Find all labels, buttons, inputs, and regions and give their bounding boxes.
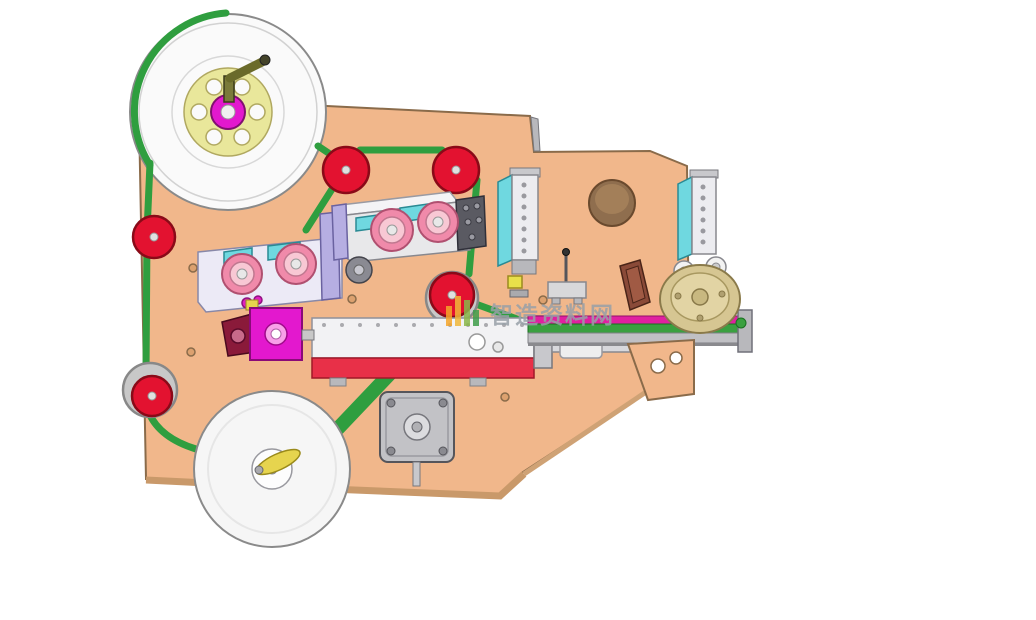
block-b-bearing-2 [417, 201, 459, 243]
gusset-hole-1 [650, 358, 666, 374]
block-a-bearing-1 [221, 253, 263, 295]
watermark-bar-2 [455, 296, 461, 326]
bracket-foot-1 [551, 297, 561, 305]
supply-reel [129, 13, 327, 211]
block-b-left-plate [331, 203, 349, 261]
guide1-lower-block [511, 259, 537, 275]
fixture-hub [691, 288, 709, 306]
drum-handle-pin [254, 465, 264, 475]
guide1-cyan-face [497, 173, 513, 268]
bracket-foot-2 [573, 297, 583, 305]
pusher-bearing-bore [270, 328, 282, 340]
plate-notch [530, 116, 541, 152]
belt-left-run [142, 159, 154, 380]
watermark-logo-bars [446, 296, 479, 326]
bearing-block-b [330, 191, 487, 284]
fixture-screws [674, 290, 726, 322]
motor-shaft-face [411, 421, 423, 433]
reel-ring-2 [171, 55, 285, 169]
rail-port-2 [492, 341, 504, 353]
block-a-bearing-2 [275, 243, 317, 285]
roller-hubs [147, 165, 461, 401]
base-plate-bevel [522, 385, 654, 477]
center-bracket [547, 248, 587, 305]
motor-corner-screws [386, 398, 448, 456]
rail-foot-2 [469, 377, 487, 387]
takeup-drum [193, 390, 351, 548]
block-b-bearing-1 [370, 208, 414, 252]
watermark-bar-4 [473, 310, 479, 326]
gusset-hole-2 [669, 351, 683, 365]
vertical-guide-1 [497, 167, 541, 298]
grooved-wheel [345, 256, 373, 284]
bracket-body [547, 281, 587, 299]
rail-foot-1 [329, 377, 347, 387]
guide1-yellow-sensor [507, 275, 523, 289]
guide2-cyan-face [677, 175, 693, 262]
rail-red-front [311, 357, 535, 379]
guide-rollers [121, 145, 481, 419]
bracket-pin-head [562, 248, 570, 256]
brown-piece-face [625, 265, 646, 304]
drum-ring [207, 404, 337, 534]
rail-port-1 [468, 333, 486, 351]
conveyor-end-pulley [735, 317, 747, 329]
clamp-handle [223, 54, 271, 103]
watermark: 智造资料网 [446, 296, 615, 329]
belt-reel-wrap [130, 9, 230, 169]
support-gusset [626, 338, 695, 402]
conveyor-end-bracket [737, 309, 753, 353]
reel-hub-bore [220, 104, 236, 120]
round-fixture [659, 256, 741, 334]
pusher-clevis-hole [230, 328, 246, 344]
reel-ring-1 [138, 22, 318, 202]
guide1-screws [521, 182, 527, 254]
guide2-screws [700, 184, 706, 245]
belt-guide-span [302, 182, 338, 234]
guide1-foot [509, 289, 529, 298]
plate-large-hole-highlight [595, 184, 629, 214]
reel-hub-holes [190, 78, 266, 146]
conveyor-body [527, 332, 745, 344]
vertical-guide-2 [677, 169, 719, 262]
magenta-pusher [221, 299, 315, 361]
bearing-block-a [197, 211, 343, 313]
block-b-end-screws [462, 202, 483, 241]
motor-face-inset [385, 397, 449, 457]
watermark-bar-1 [446, 306, 452, 326]
stepper-motor [379, 391, 455, 487]
watermark-bar-3 [464, 300, 470, 326]
motor-shaft [412, 461, 421, 487]
watermark-text: 智造资料网 [490, 302, 615, 329]
pusher-pin [301, 329, 315, 341]
brown-angle-piece [619, 259, 651, 312]
plate-mount-holes [186, 263, 548, 402]
